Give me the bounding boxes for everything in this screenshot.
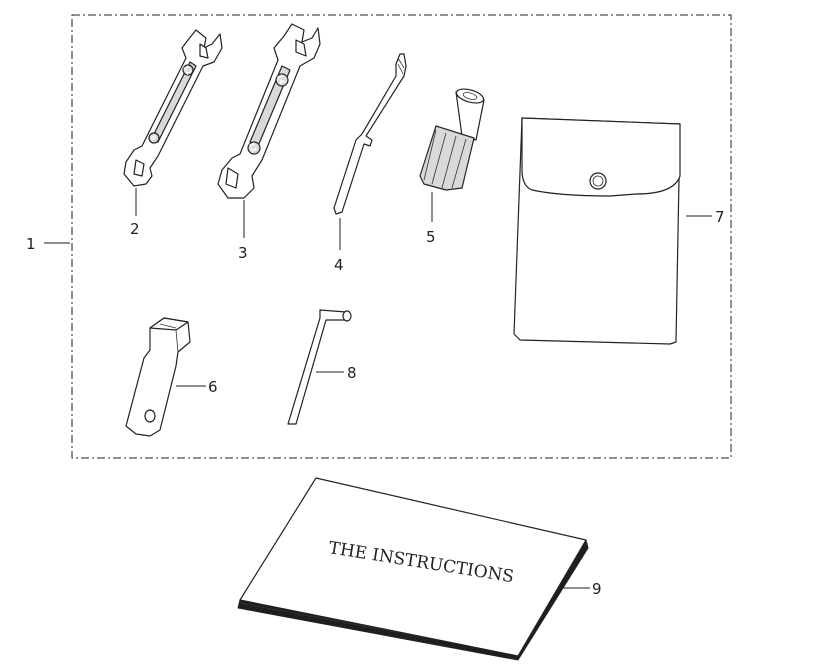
callout-1: 1 bbox=[26, 235, 70, 253]
wrench-large: 14 12 bbox=[217, 23, 321, 199]
callout-9: 9 bbox=[560, 580, 602, 598]
callout-5: 5 bbox=[426, 192, 436, 246]
callout-3: 3 bbox=[238, 200, 248, 262]
callout-3-label: 3 bbox=[238, 244, 248, 262]
callout-2: 2 bbox=[130, 188, 140, 238]
callout-7-label: 7 bbox=[715, 208, 725, 226]
callout-4-label: 4 bbox=[334, 256, 344, 274]
callout-7: 7 bbox=[686, 208, 725, 226]
callout-9-label: 9 bbox=[592, 580, 602, 598]
owners-manual: THE INSTRUCTIONS bbox=[237, 477, 589, 661]
callout-1-label: 1 bbox=[26, 235, 36, 253]
callout-4: 4 bbox=[334, 218, 344, 274]
wrench-small-size-a: 12 bbox=[181, 64, 193, 76]
screwdriver-shaft bbox=[333, 53, 407, 215]
spark-plug-socket bbox=[125, 317, 191, 437]
callout-8-label: 8 bbox=[347, 364, 357, 382]
wrench-small-size-b: 8 bbox=[148, 134, 157, 142]
wrench-small: 12 8 bbox=[123, 29, 223, 187]
wrench-large-size-a: 14 bbox=[275, 73, 286, 85]
kit-boundary bbox=[71, 14, 732, 459]
callout-2-label: 2 bbox=[130, 220, 140, 238]
callout-8: 8 bbox=[316, 364, 357, 382]
wrench-large-size-b: 12 bbox=[247, 141, 258, 153]
tool-pouch bbox=[513, 117, 681, 345]
callout-5-label: 5 bbox=[426, 228, 436, 246]
hex-key bbox=[287, 309, 352, 425]
callout-6-label: 6 bbox=[208, 378, 218, 396]
screwdriver-handle bbox=[419, 88, 485, 191]
callout-6: 6 bbox=[176, 378, 218, 396]
